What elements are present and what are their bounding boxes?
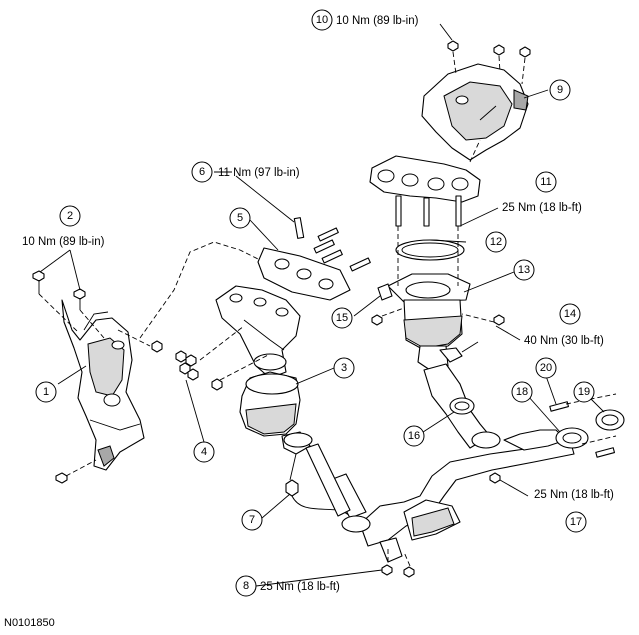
left-manifold-gasket: [257, 247, 351, 301]
callout-20: 20: [535, 357, 557, 379]
manifold-nuts: [151, 340, 223, 391]
right-exhaust-manifold: [369, 139, 481, 227]
svg-text:5: 5: [237, 212, 243, 224]
callout-13: 13: [513, 259, 535, 281]
svg-text:4: 4: [201, 446, 207, 458]
callout-7: 7: [241, 509, 263, 531]
callout-8: 8: [235, 575, 257, 597]
right-heat-shield-bolts: [447, 40, 531, 85]
svg-text:14: 14: [564, 308, 576, 320]
callout-19: 19: [573, 381, 595, 403]
callout-12: 12: [485, 231, 507, 253]
figure-id: N0101850: [4, 617, 55, 629]
callout-15: 15: [331, 307, 353, 329]
right-downpipe: [423, 363, 501, 449]
right-catalytic-converter: [387, 273, 479, 371]
svg-text:18: 18: [516, 386, 528, 398]
torque-label-17: 25 Nm (18 lb-ft): [534, 489, 614, 501]
right-heat-shield: [421, 63, 529, 161]
svg-text:10: 10: [316, 14, 328, 26]
svg-text:20: 20: [540, 362, 552, 374]
svg-text:16: 16: [408, 430, 420, 442]
callout-10: 10: [311, 9, 333, 31]
svg-text:2: 2: [67, 210, 73, 222]
left-catalytic-converter: [239, 371, 313, 455]
svg-text:3: 3: [341, 362, 347, 374]
torque-label-2: 10 Nm (89 lb-in): [22, 236, 105, 248]
svg-text:11: 11: [540, 176, 551, 188]
callout-18: 18: [511, 381, 533, 403]
callout-11: 11: [535, 171, 557, 193]
svg-text:12: 12: [490, 236, 502, 248]
torque-label-6: 11 Nm (97 lb-in): [218, 167, 300, 179]
callout-14: 14: [559, 303, 581, 325]
callout-17: 17: [565, 511, 587, 533]
outlet-gasket: [595, 409, 625, 431]
downpipe-nuts: [381, 472, 501, 578]
callout-3: 3: [333, 357, 355, 379]
callout-6: 6: [191, 161, 213, 183]
svg-text:6: 6: [199, 166, 205, 178]
svg-text:8: 8: [243, 580, 249, 592]
callout-9: 9: [549, 79, 571, 101]
svg-text:15: 15: [336, 312, 348, 324]
svg-text:9: 9: [557, 84, 563, 96]
right-catalyst-nut: [461, 313, 505, 326]
leader-lines: [39, 23, 605, 587]
callout-1: 1: [35, 381, 57, 403]
torque-label-14: 40 Nm (30 lb-ft): [524, 335, 604, 347]
right-flange-gasket: [395, 239, 465, 261]
svg-text:17: 17: [570, 516, 582, 528]
torque-label-11: 25 Nm (18 lb-ft): [502, 202, 582, 214]
svg-text:19: 19: [578, 386, 590, 398]
callout-5: 5: [229, 207, 251, 229]
left-dashed-lines: [117, 241, 271, 381]
svg-text:7: 7: [249, 514, 255, 526]
left-heat-shield: [61, 299, 145, 471]
y-pipe: [329, 429, 575, 563]
svg-text:13: 13: [518, 264, 530, 276]
right-oxygen-sensor: [371, 283, 405, 326]
left-exhaust-manifold: [215, 285, 301, 379]
outlet-flange: [555, 427, 589, 449]
manifold-studs: [293, 217, 371, 272]
callout-16: 16: [403, 425, 425, 447]
torque-label-10: 10 Nm (89 lb-in): [336, 15, 419, 27]
callout-4: 4: [193, 441, 215, 463]
left-downpipe: [305, 443, 351, 517]
callout-2: 2: [59, 205, 81, 227]
left-downpipe-flange: [341, 515, 371, 533]
torque-label-8: 25 Nm (18 lb-ft): [260, 581, 340, 593]
svg-text:1: 1: [43, 386, 49, 398]
